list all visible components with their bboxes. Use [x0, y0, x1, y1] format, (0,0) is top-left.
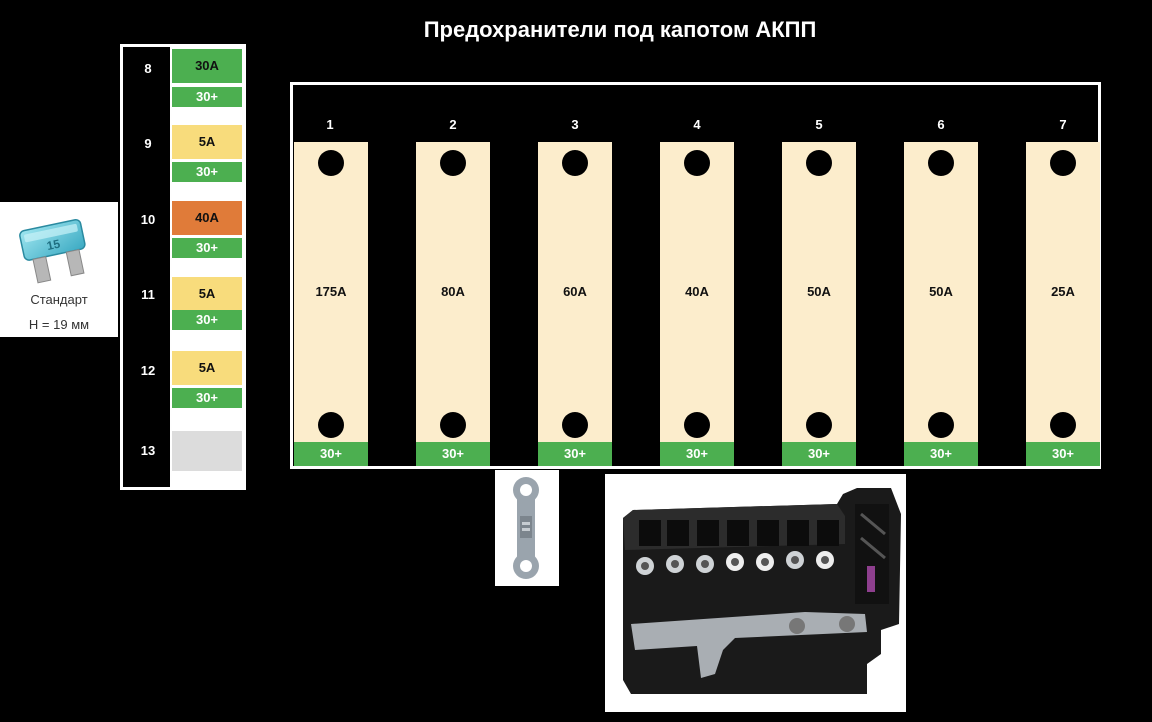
- standard-fuse-card: 15 Стандарт H = 19 мм: [0, 202, 118, 337]
- bolt-hole-icon: [440, 412, 466, 438]
- bolt-hole-icon: [1050, 412, 1076, 438]
- fuse-rating-13: [172, 431, 242, 471]
- bolt-hole-icon: [562, 412, 588, 438]
- bolt-hole-icon: [684, 412, 710, 438]
- blade-fuse-icon: 15: [0, 202, 118, 292]
- fuse-rating-5: 50A: [782, 284, 856, 299]
- fuse-rating-6: 50A: [904, 284, 978, 299]
- fuse-number-7: 7: [1026, 117, 1100, 132]
- fuse-rating-9: 5A: [172, 125, 242, 159]
- fuse-block-photo: [605, 474, 906, 712]
- fuse-rating-2: 80A: [416, 284, 490, 299]
- standard-fuse-height: H = 19 мм: [0, 317, 118, 332]
- fuse-number-6: 6: [904, 117, 978, 132]
- fuse-rating-1: 175A: [294, 284, 368, 299]
- fuse-number-12: 12: [123, 363, 173, 378]
- strip-fuse-7: 25A: [1026, 142, 1100, 442]
- fuse-terminal-2: 30+: [416, 442, 490, 466]
- strip-fuse-link-photo: [495, 470, 559, 586]
- fuse-number-11: 11: [123, 287, 173, 302]
- fuse-terminal-9: 30+: [172, 162, 242, 182]
- small-fuse-slot-strip: [170, 47, 243, 487]
- fuse-rating-10: 40A: [172, 201, 242, 235]
- strip-fuse-1: 175A: [294, 142, 368, 442]
- fuse-terminal-5: 30+: [782, 442, 856, 466]
- bolt-hole-icon: [318, 150, 344, 176]
- fuse-rating-8: 30A: [172, 49, 242, 83]
- fuse-rating-4: 40A: [660, 284, 734, 299]
- fuse-number-1: 1: [293, 117, 367, 132]
- fuse-terminal-3: 30+: [538, 442, 612, 466]
- fuse-number-13: 13: [123, 443, 173, 458]
- strip-fuse-3: 60A: [538, 142, 612, 442]
- strip-fuse-5: 50A: [782, 142, 856, 442]
- fuse-rating-7: 25A: [1026, 284, 1100, 299]
- fuse-block-icon: [605, 474, 906, 712]
- fuse-terminal-1: 30+: [294, 442, 368, 466]
- fuse-number-4: 4: [660, 117, 734, 132]
- bolt-hole-icon: [562, 150, 588, 176]
- strip-fuse-2: 80A: [416, 142, 490, 442]
- fuse-number-8: 8: [123, 61, 173, 76]
- bolt-hole-icon: [440, 150, 466, 176]
- bolt-hole-icon: [684, 150, 710, 176]
- fuse-terminal-10: 30+: [172, 238, 242, 258]
- strip-fuse-4: 40A: [660, 142, 734, 442]
- fuse-number-2: 2: [416, 117, 490, 132]
- fuse-terminal-11: 30+: [172, 310, 242, 330]
- standard-fuse-label: Стандарт: [0, 292, 118, 307]
- fuse-rating-3: 60A: [538, 284, 612, 299]
- fuse-terminal-4: 30+: [660, 442, 734, 466]
- fuse-number-9: 9: [123, 136, 173, 151]
- bolt-hole-icon: [806, 150, 832, 176]
- bolt-hole-icon: [928, 412, 954, 438]
- small-fuse-block: 8 30A 30+ 9 5A 30+ 10 40A 30+ 11 5A 30+ …: [120, 44, 246, 490]
- fuse-terminal-12: 30+: [172, 388, 242, 408]
- bolt-hole-icon: [318, 412, 344, 438]
- fuse-number-10: 10: [123, 212, 173, 227]
- main-fuse-panel: 1 175A 30+ 2 80A 30+ 3 60A 30+ 4 40A 30+…: [290, 82, 1101, 469]
- bolt-hole-icon: [806, 412, 832, 438]
- fuse-terminal-8: 30+: [172, 87, 242, 107]
- fuse-link-icon: [495, 470, 559, 586]
- bolt-hole-icon: [928, 150, 954, 176]
- fuse-number-5: 5: [782, 117, 856, 132]
- fuse-terminal-6: 30+: [904, 442, 978, 466]
- fuse-number-3: 3: [538, 117, 612, 132]
- fuse-rating-12: 5A: [172, 351, 242, 385]
- bolt-hole-icon: [1050, 150, 1076, 176]
- page-title: Предохранители под капотом АКПП: [0, 17, 1152, 43]
- strip-fuse-6: 50A: [904, 142, 978, 442]
- fuse-terminal-7: 30+: [1026, 442, 1100, 466]
- fuse-rating-11: 5A: [172, 277, 242, 311]
